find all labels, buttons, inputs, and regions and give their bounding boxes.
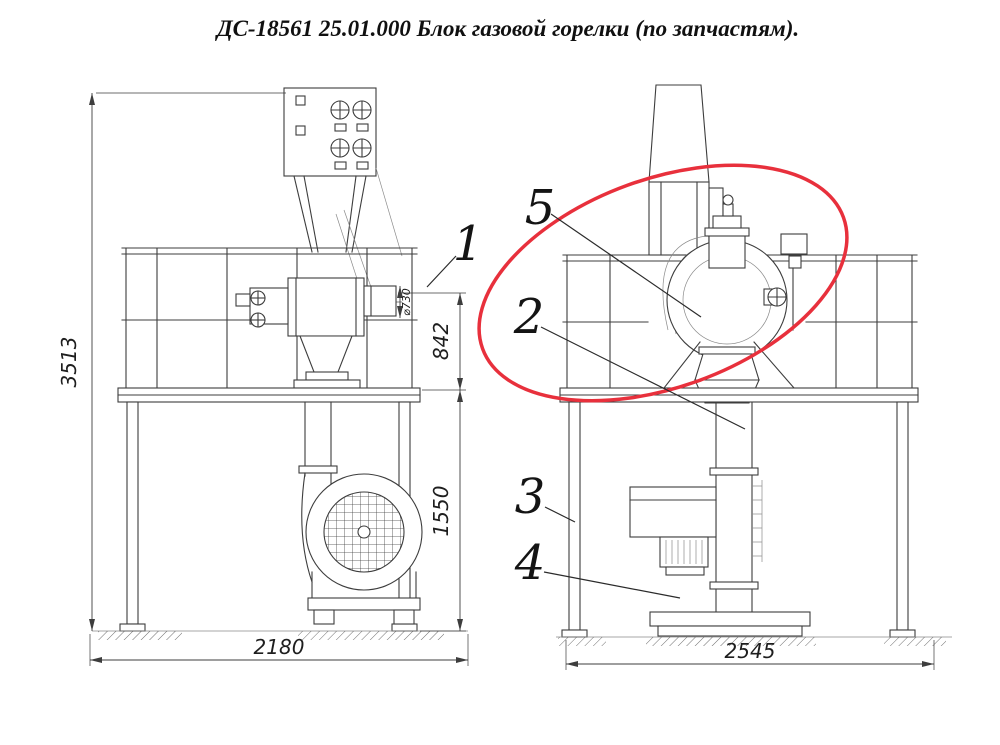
dim-right-width: 2545: [565, 639, 935, 670]
control-panel: [283, 87, 377, 177]
callout-2-label: 2: [513, 289, 545, 345]
callout-1-label: 1: [453, 216, 484, 272]
callout-1: 1: [426, 216, 484, 288]
dim-platform-height: 1550: [420, 390, 466, 632]
burner-assembly-left: [235, 277, 406, 389]
support-legs-right: [561, 401, 916, 638]
callout-5-label: 5: [525, 180, 556, 236]
callout-5: 5: [525, 180, 702, 318]
dim-label-842: 842: [429, 322, 453, 360]
callout-3: 3: [515, 469, 576, 525]
motor-unit: [629, 486, 717, 576]
platform-right: [559, 387, 919, 403]
dim-label-3513: 3513: [57, 337, 81, 388]
callout-2: 2: [513, 289, 746, 430]
drawing-title: ДС-18561 25.01.000 Блок газовой горелки …: [215, 16, 799, 41]
dim-overall-height: 3513: [57, 92, 286, 631]
panel-stand: [293, 167, 403, 291]
ground-left: [92, 630, 468, 640]
burner-assembly-right: [662, 194, 808, 404]
dim-left-width: 2180: [89, 634, 469, 666]
highlight-ellipse: [477, 163, 849, 403]
dim-label-2545: 2545: [725, 639, 776, 663]
callouts: 1 5 2 3 4: [426, 180, 746, 599]
dimensions: 3513 842 1550 ⌀730 2180 2545: [57, 92, 935, 670]
platform-left: [117, 387, 421, 403]
left-view: [92, 87, 468, 640]
dim-label-2180: 2180: [254, 635, 305, 659]
dim-label-1550: 1550: [429, 486, 453, 537]
right-view: [556, 84, 952, 646]
callout-4: 4: [514, 535, 681, 599]
dim-burner-diameter: ⌀730: [397, 286, 413, 318]
down-pipe: [709, 402, 763, 613]
base-plate: [649, 611, 811, 637]
callout-4-label: 4: [514, 535, 546, 591]
ground-right: [556, 636, 952, 646]
dim-label-730: ⌀730: [400, 288, 413, 316]
callout-3-label: 3: [515, 469, 546, 525]
dim-burner-axis-height: 842: [398, 292, 466, 391]
fan-unit: [298, 401, 423, 625]
